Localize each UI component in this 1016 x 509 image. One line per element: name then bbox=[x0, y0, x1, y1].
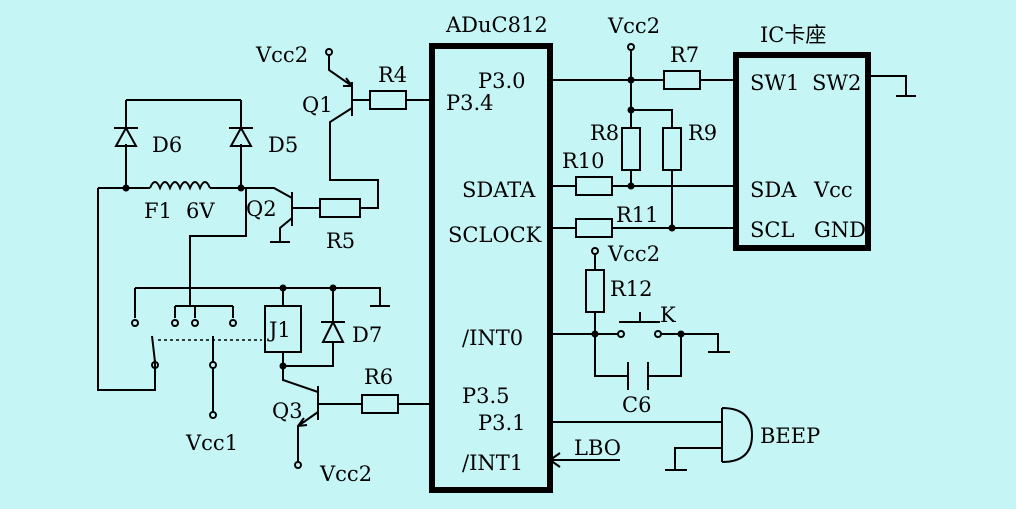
vcc2-q3-label: Vcc2 bbox=[319, 462, 372, 486]
lbo-label: LBO bbox=[574, 436, 621, 460]
pin-int0: /INT0 bbox=[462, 326, 523, 350]
key-k-right-contact bbox=[654, 330, 662, 338]
q1-label: Q1 bbox=[302, 93, 333, 117]
r4-label: R4 bbox=[378, 63, 407, 87]
f1-rating: 6V bbox=[186, 199, 215, 223]
c6-capacitor bbox=[627, 362, 649, 390]
vcc2-r12-terminal bbox=[591, 247, 599, 255]
d6-label: D6 bbox=[152, 133, 182, 157]
d6-diode bbox=[114, 125, 138, 147]
socket-sw2: SW2 bbox=[812, 71, 861, 95]
vcc1-terminal bbox=[209, 411, 217, 419]
diode-bridge-wire bbox=[125, 99, 242, 188]
q2-label: Q2 bbox=[246, 197, 277, 221]
r9-label: R9 bbox=[688, 121, 717, 145]
key-k-label: K bbox=[660, 303, 676, 327]
r8-resistor bbox=[621, 127, 641, 171]
r12-label: R12 bbox=[610, 277, 653, 301]
r5-resistor bbox=[319, 198, 361, 218]
pin-p30: P3.0 bbox=[478, 69, 526, 93]
r10-resistor bbox=[575, 176, 613, 196]
beep-buzzer bbox=[721, 407, 754, 463]
r11-label: R11 bbox=[616, 203, 659, 227]
sw2-ground-wire bbox=[868, 75, 916, 97]
q1-transistor bbox=[328, 55, 379, 209]
vcc2-r12-label: Vcc2 bbox=[607, 242, 660, 266]
beep-label: BEEP bbox=[760, 424, 820, 448]
d5-diode bbox=[229, 125, 253, 147]
chip-title: ADuC812 bbox=[445, 13, 548, 37]
r4-resistor bbox=[369, 90, 407, 110]
aduc812-chip bbox=[429, 43, 553, 493]
r5-label: R5 bbox=[326, 229, 355, 253]
vcc2-q1-label: Vcc2 bbox=[255, 43, 308, 67]
d7-diode bbox=[283, 288, 345, 367]
pin-sdata: SDATA bbox=[462, 178, 536, 202]
r6-label: R6 bbox=[364, 365, 393, 389]
pin-p31: P3.1 bbox=[478, 411, 526, 435]
relay-top-wire bbox=[134, 287, 390, 318]
socket-sda: SDA bbox=[750, 178, 797, 202]
d7-label: D7 bbox=[352, 323, 382, 347]
r7-resistor bbox=[663, 70, 701, 90]
c6-label: C6 bbox=[622, 393, 651, 417]
d5-label: D5 bbox=[268, 133, 298, 157]
pin-sclock: SCLOCK bbox=[448, 223, 542, 247]
q2-transistor bbox=[246, 187, 320, 243]
f1-inductor bbox=[149, 181, 211, 191]
q3-label: Q3 bbox=[272, 399, 303, 423]
lbo-wire bbox=[548, 452, 620, 468]
r10-label: R10 bbox=[562, 149, 605, 173]
pin-int1: /INT1 bbox=[462, 451, 523, 475]
r9-resistor bbox=[662, 127, 682, 171]
r8-label: R8 bbox=[590, 121, 619, 145]
socket-vcc: Vcc bbox=[813, 178, 853, 202]
key-k-left-contact bbox=[617, 330, 625, 338]
key-k-actuator[interactable] bbox=[619, 312, 660, 323]
pin-p34: P3.4 bbox=[446, 91, 494, 115]
vcc2-r7-terminal bbox=[627, 43, 635, 51]
vcc2-r7-label: Vcc2 bbox=[607, 14, 660, 38]
j1-label: J1 bbox=[267, 318, 291, 342]
vcc2-q1-terminal bbox=[325, 48, 333, 56]
socket-gnd: GND bbox=[814, 218, 866, 242]
f1-label: F1 bbox=[144, 199, 172, 223]
r12-resistor bbox=[585, 269, 605, 313]
pin-p35: P3.5 bbox=[462, 384, 510, 408]
vcc2-q3-terminal bbox=[294, 461, 302, 469]
r11-resistor bbox=[575, 218, 613, 238]
socket-scl: SCL bbox=[750, 218, 794, 242]
vcc1-label: Vcc1 bbox=[185, 431, 238, 455]
q3-transistor bbox=[282, 366, 362, 462]
ic-socket-title: IC卡座 bbox=[760, 23, 826, 47]
ic-socket bbox=[733, 52, 871, 251]
c6-wire bbox=[594, 334, 682, 377]
socket-sw1: SW1 bbox=[750, 71, 799, 95]
r6-resistor bbox=[361, 394, 399, 414]
r7-label: R7 bbox=[670, 43, 699, 67]
